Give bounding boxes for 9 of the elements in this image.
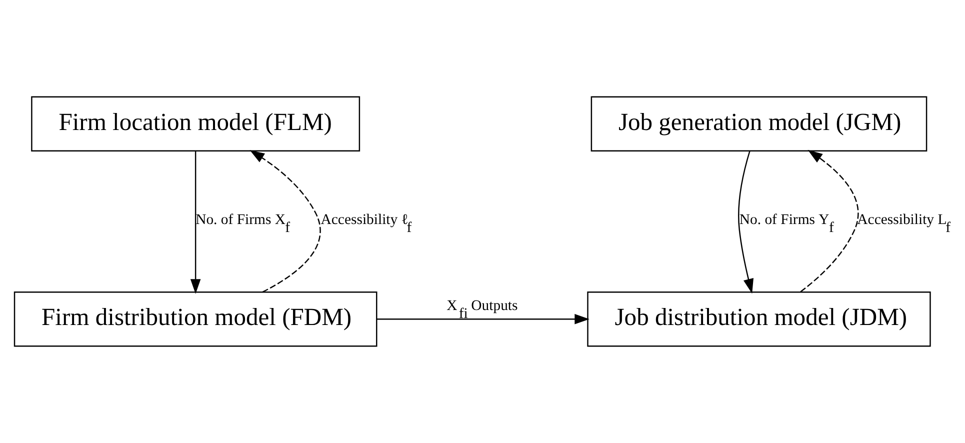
node-box: Firm distribution model (FDM) — [14, 291, 378, 347]
node-box: Job distribution model (JDM) — [587, 291, 931, 347]
arrow — [738, 150, 754, 294]
arrow — [376, 314, 590, 324]
arrow — [800, 150, 859, 292]
node-box: Job generation model (JGM) — [590, 96, 928, 152]
node-box: Firm location model (FLM) — [31, 96, 360, 152]
arrow — [250, 150, 321, 293]
arrow — [190, 151, 201, 294]
